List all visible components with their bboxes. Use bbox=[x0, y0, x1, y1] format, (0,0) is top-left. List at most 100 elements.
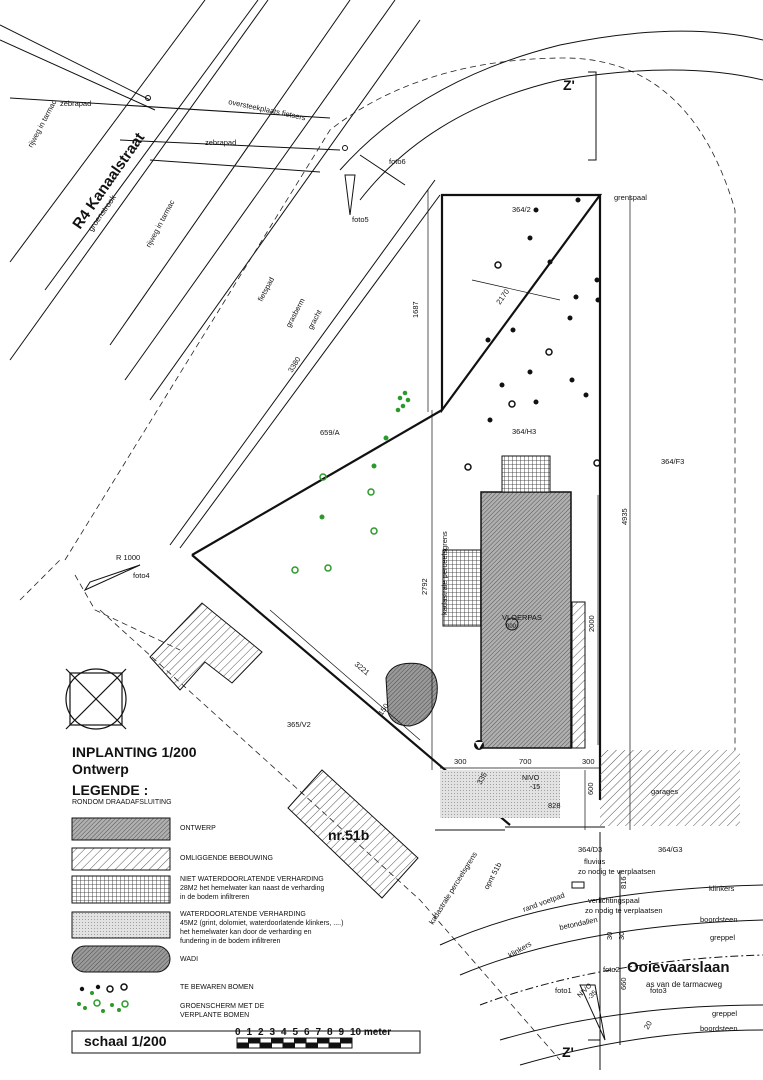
scale-tick-label: 1 bbox=[246, 1027, 253, 1038]
label-foto3: foto3 bbox=[650, 986, 667, 995]
dim-816: 816 bbox=[619, 876, 628, 889]
legend-item-omliggende: OMLIGGENDE BEBOUWING bbox=[180, 855, 273, 862]
dim-300a: 300 bbox=[454, 757, 467, 766]
scale-block bbox=[282, 1042, 295, 1049]
label-fietspad: fietspad bbox=[256, 276, 276, 303]
dim-1687: 1687 bbox=[411, 301, 420, 318]
scale-block bbox=[294, 1037, 307, 1044]
plan-title: INPLANTING 1/200 bbox=[72, 744, 197, 760]
legend-item-ontwerp: ONTWERP bbox=[180, 825, 216, 832]
road-curve bbox=[339, 30, 763, 201]
street-name-ooievaarslaan: Ooievaarslaan bbox=[627, 959, 730, 976]
scale-tick-label: 7 bbox=[315, 1027, 322, 1038]
scale-block-outline bbox=[236, 1037, 353, 1049]
label-rijweg-2: rijweg in tarmac bbox=[144, 198, 177, 249]
legend-subheading: RONDOM DRAADAFSLUITING bbox=[72, 799, 172, 806]
kanaalstraat-road bbox=[0, 0, 421, 401]
label-grenspaal: grenspaal bbox=[614, 193, 647, 202]
legend-tree-symbols bbox=[77, 983, 129, 1013]
label-opnt: opnt 51b bbox=[482, 861, 504, 891]
legend-item-waterdoorlatend-note1: 45M2 (grint, dolomiet, waterdoorlatende … bbox=[180, 920, 344, 927]
label-foto4: foto4 bbox=[133, 571, 150, 580]
site-dashed-boundary bbox=[19, 57, 736, 1061]
wadi-shape bbox=[385, 662, 438, 727]
scale-tick-label: 5 bbox=[292, 1027, 299, 1038]
label-nr51b: nr.51b bbox=[328, 827, 369, 843]
scale-block bbox=[236, 1042, 249, 1049]
legend-heading: LEGENDE : bbox=[72, 782, 149, 798]
dimension-lines bbox=[269, 190, 631, 830]
dim-r1000: R 1000 bbox=[116, 553, 140, 562]
scale-block bbox=[328, 1042, 341, 1049]
label-verlichting-1: verlichtingspaal bbox=[588, 896, 640, 905]
trees-to-keep bbox=[464, 197, 601, 471]
scale-tick-label: 9 bbox=[338, 1027, 345, 1038]
parcel-364-d3: 364/D3 bbox=[578, 845, 602, 854]
scale-block bbox=[340, 1037, 353, 1044]
dim-30b: 30 bbox=[617, 932, 626, 940]
parcel-364-f3: 364/F3 bbox=[661, 457, 684, 466]
legend-swatches bbox=[71, 817, 171, 973]
dim-2170: 2170 bbox=[494, 287, 511, 306]
parcel-364-g3: 364/G3 bbox=[658, 845, 683, 854]
label-gracht: gracht bbox=[306, 307, 324, 330]
label-garages: garages bbox=[651, 787, 678, 796]
legend-item-waterdoorlatend-note2: het hemelwater kan door de verharding en bbox=[180, 929, 312, 936]
parcel-364-2: 364/2 bbox=[512, 205, 531, 214]
scale-block bbox=[271, 1037, 284, 1044]
scale-tick-label: 8 bbox=[327, 1027, 333, 1038]
label-nivo-1: NIVO bbox=[522, 775, 540, 782]
street-name-kanaalstraat: R4 Kanaalstraat bbox=[69, 130, 148, 233]
green-screen-trees bbox=[291, 390, 411, 574]
dim-660: 660 bbox=[619, 977, 628, 990]
scale-label: schaal 1/200 bbox=[84, 1033, 167, 1049]
label-kadastrale-2: kadastrale perceelsgrens bbox=[427, 850, 479, 926]
legend-item-te-bewaren-bomen: TE BEWAREN BOMEN bbox=[180, 984, 254, 991]
label-fluvius-1: fluvius bbox=[584, 857, 606, 866]
dim-3380: 3380 bbox=[286, 355, 302, 374]
label-greppel-2: greppel bbox=[712, 1009, 737, 1018]
legend-item-niet-waterdoorlatend-note2: in de bodem infiltreren bbox=[180, 894, 250, 901]
dim-2000: 2000 bbox=[587, 615, 596, 632]
label-nivo-1-value: -15 bbox=[530, 784, 540, 791]
label-rijweg-1: rijweg in tarmac bbox=[26, 98, 59, 149]
parcel-659-a: 659/A bbox=[320, 428, 340, 437]
scale-bar bbox=[71, 1030, 421, 1054]
scale-block bbox=[259, 1042, 272, 1049]
dim-3221: 3221 bbox=[353, 660, 372, 678]
parcel-364-h3: 364/H3 bbox=[512, 427, 536, 436]
scale-block bbox=[317, 1037, 330, 1044]
label-vloerpas-value: 000 bbox=[506, 624, 517, 630]
label-boordsteen-1: boordsteen bbox=[700, 915, 738, 924]
dim-30a: 30 bbox=[605, 932, 614, 940]
dim-700: 700 bbox=[519, 757, 532, 766]
scale-tick-label: 3 bbox=[269, 1027, 276, 1038]
street-sub-tarmacweg: as van de tarmacweg bbox=[646, 980, 722, 989]
label-greppel-1: greppel bbox=[710, 933, 735, 942]
label-grasberm: grasberm bbox=[284, 297, 307, 329]
legend-item-groenscherm-2: VERPLANTE BOMEN bbox=[180, 1012, 250, 1019]
parcel-365-v2: 365/V2 bbox=[287, 720, 311, 729]
plan-subtitle: Ontwerp bbox=[72, 761, 129, 777]
legend-item-niet-waterdoorlatend: NIET WATERDOORLATENDE VERHARDING bbox=[180, 876, 324, 883]
label-fluvius-2: zo nodig te verplaatsen bbox=[578, 867, 656, 876]
scale-tick-label: 4 bbox=[281, 1027, 287, 1038]
label-vloerpas: VLOERPAS bbox=[502, 613, 542, 622]
legend-item-wadi: WADI bbox=[180, 956, 199, 963]
label-kadastrale-1: kadastrale perceelsgrens bbox=[440, 531, 449, 615]
label-boordsteen-2: boordsteen bbox=[700, 1024, 738, 1033]
dim-4935: 4935 bbox=[620, 508, 629, 525]
label-betondallen: betondallen bbox=[559, 915, 599, 932]
dim-600: 600 bbox=[586, 782, 595, 795]
scale-tick-label: 2 bbox=[258, 1027, 264, 1038]
dim-300b: 300 bbox=[582, 757, 595, 766]
photo-markers bbox=[83, 71, 606, 1070]
legend-item-groenscherm: GROENSCHERM MET DE bbox=[180, 1003, 265, 1010]
label-zebrapad-1: zebrapad bbox=[60, 99, 91, 108]
label-foto6: foto6 bbox=[389, 157, 406, 166]
label-verlichting-2: zo nodig te verplaatsen bbox=[585, 906, 663, 915]
legend-item-niet-waterdoorlatend-note1: 28M2 het hemelwater kan naast de verhard… bbox=[180, 885, 325, 892]
neighbour-buildings bbox=[149, 601, 740, 899]
north-symbol bbox=[65, 668, 127, 730]
